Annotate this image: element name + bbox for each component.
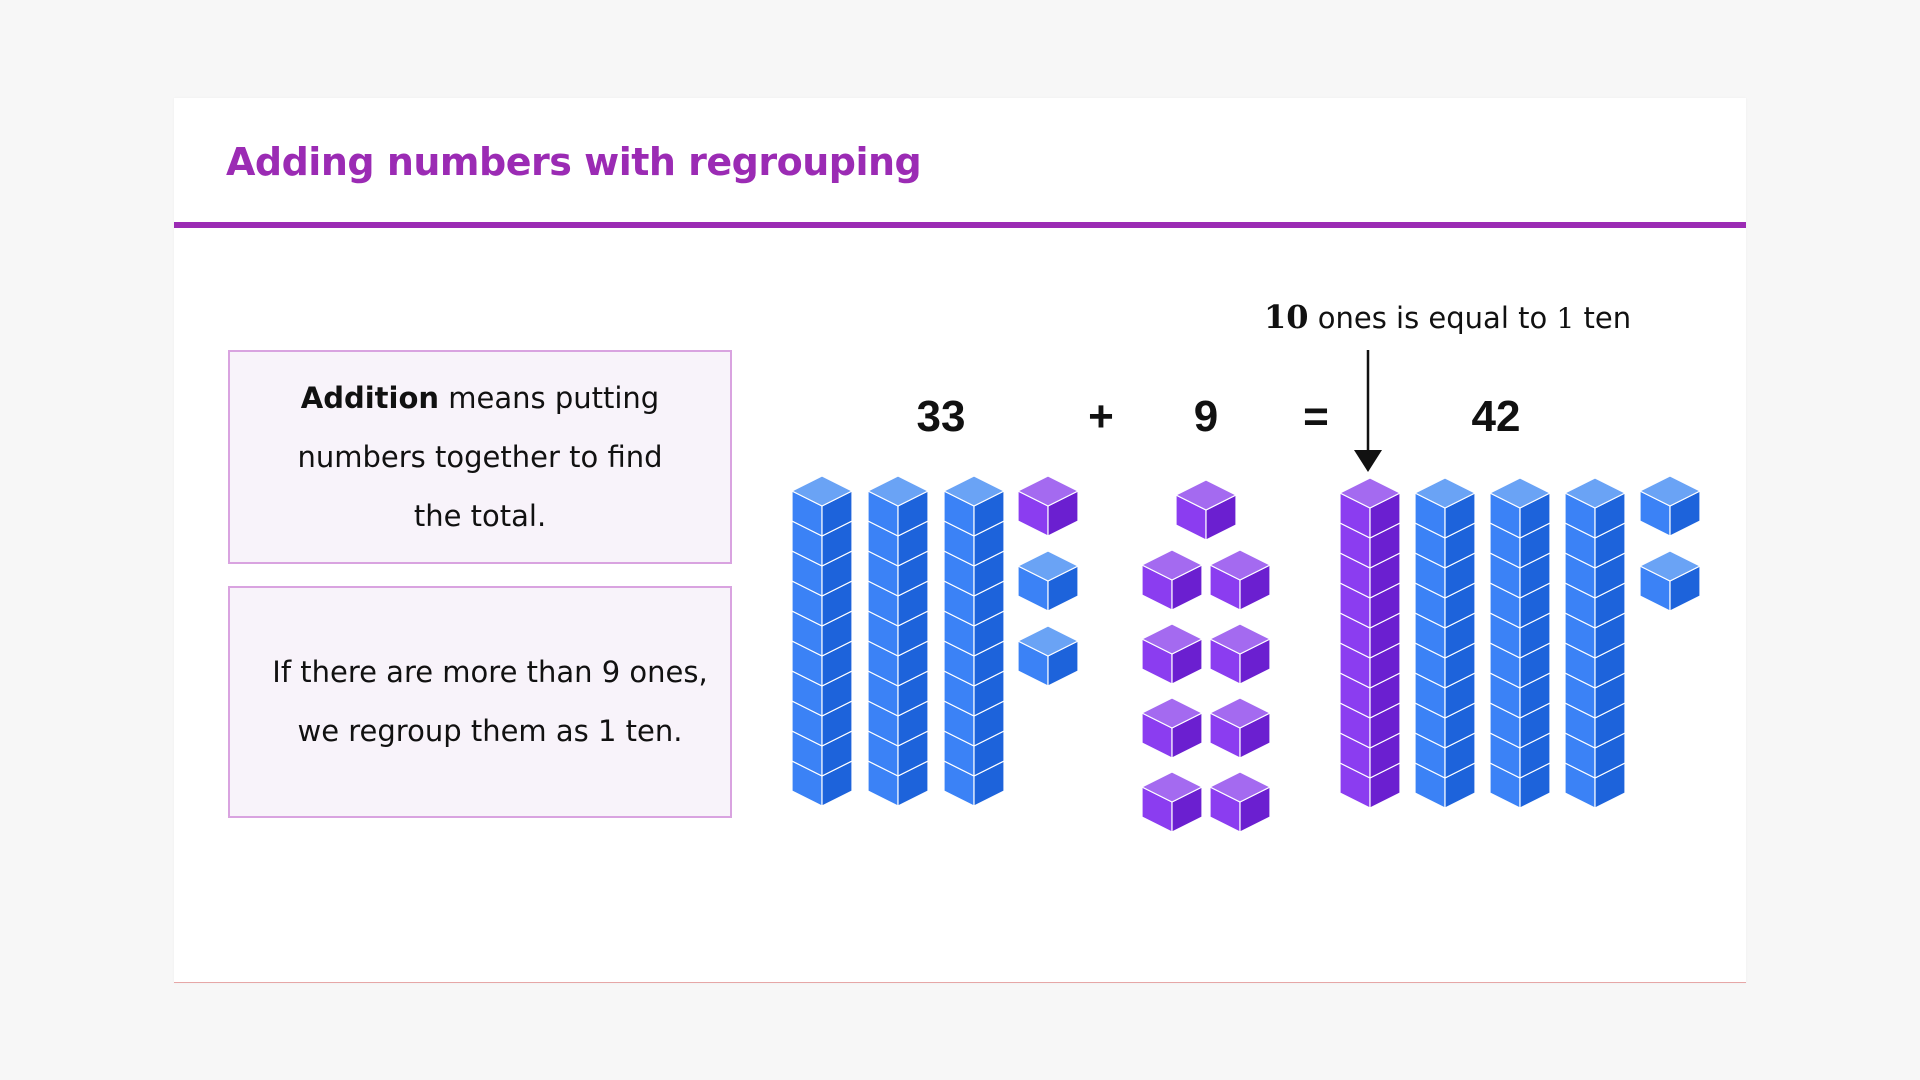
definition-line1-rest: means putting xyxy=(439,380,660,415)
one-cube xyxy=(1209,623,1271,685)
definition-box: Addition means putting numbers together … xyxy=(228,350,732,564)
annotation-end: ten xyxy=(1574,301,1631,335)
cube-top-face xyxy=(1639,550,1701,582)
one-cube xyxy=(1175,479,1237,541)
cube-top-face xyxy=(1017,475,1079,507)
ten-rod xyxy=(1414,477,1476,809)
ten-rod xyxy=(943,475,1005,807)
slide-title: Adding numbers with regrouping xyxy=(226,140,922,184)
one-cube xyxy=(1639,475,1701,537)
equation-addend2: 9 xyxy=(1194,392,1218,441)
ten-rod xyxy=(1489,477,1551,809)
cube-top-face xyxy=(1209,623,1271,655)
annotation-ones-count: 10 xyxy=(1264,298,1309,336)
regroup-line2: we regroup them as 1 ten. xyxy=(297,714,683,748)
one-cube xyxy=(1141,623,1203,685)
equation-plus: + xyxy=(1088,392,1114,441)
cube-top-face xyxy=(867,475,929,507)
ten-rod xyxy=(791,475,853,807)
definition-text: Addition means putting numbers together … xyxy=(298,369,663,546)
cube-top-face xyxy=(1141,549,1203,581)
cube-top-face xyxy=(1209,697,1271,729)
cube-top-face xyxy=(1141,771,1203,803)
annotation-tens-count: 1 xyxy=(1556,302,1574,335)
ten-rod xyxy=(1564,477,1626,809)
definition-term: Addition xyxy=(300,380,440,415)
annotation-middle: ones is equal to xyxy=(1309,301,1557,335)
annotation-text: 10 ones is equal to 1 ten xyxy=(1264,298,1631,336)
cube-top-face xyxy=(1017,550,1079,582)
cube-top-face xyxy=(1017,625,1079,657)
cube-top-face xyxy=(1141,623,1203,655)
one-cube xyxy=(1141,549,1203,611)
place-value-diagram: 10 ones is equal to 1 ten 33 + 9 = 42 xyxy=(791,298,1701,833)
regroup-text: If there are more than 9 ones, we regrou… xyxy=(272,643,707,761)
cube-top-face xyxy=(1414,477,1476,509)
title-divider xyxy=(174,222,1746,228)
one-cube xyxy=(1209,697,1271,759)
cube-top-face xyxy=(1141,697,1203,729)
cube-top-face xyxy=(791,475,853,507)
one-cube xyxy=(1209,771,1271,833)
base-ten-blocks xyxy=(791,475,1701,833)
one-cube xyxy=(1017,550,1079,612)
equation-equals: = xyxy=(1303,392,1329,441)
one-cube xyxy=(1141,771,1203,833)
equation-addend1: 33 xyxy=(917,392,966,441)
ten-rod xyxy=(867,475,929,807)
cube-top-face xyxy=(1175,479,1237,511)
one-cube xyxy=(1141,697,1203,759)
cube-top-face xyxy=(1209,549,1271,581)
regroup-box: If there are more than 9 ones, we regrou… xyxy=(228,586,732,818)
one-cube xyxy=(1017,625,1079,687)
equation-sum: 42 xyxy=(1472,392,1521,441)
definition-line3: the total. xyxy=(413,498,547,533)
ten-rod xyxy=(1339,477,1401,809)
arrow-down-icon xyxy=(1354,450,1382,472)
definition-line2: numbers together to find xyxy=(297,439,663,474)
one-cube xyxy=(1017,475,1079,537)
cube-top-face xyxy=(1639,475,1701,507)
cube-top-face xyxy=(1564,477,1626,509)
one-cube xyxy=(1639,550,1701,612)
cube-top-face xyxy=(1209,771,1271,803)
cube-top-face xyxy=(1489,477,1551,509)
regroup-line1: If there are more than 9 ones, xyxy=(272,655,708,689)
one-cube xyxy=(1209,549,1271,611)
slide: Adding numbers with regrouping Addition … xyxy=(174,98,1746,983)
cube-top-face xyxy=(943,475,1005,507)
cube-top-face xyxy=(1339,477,1401,509)
